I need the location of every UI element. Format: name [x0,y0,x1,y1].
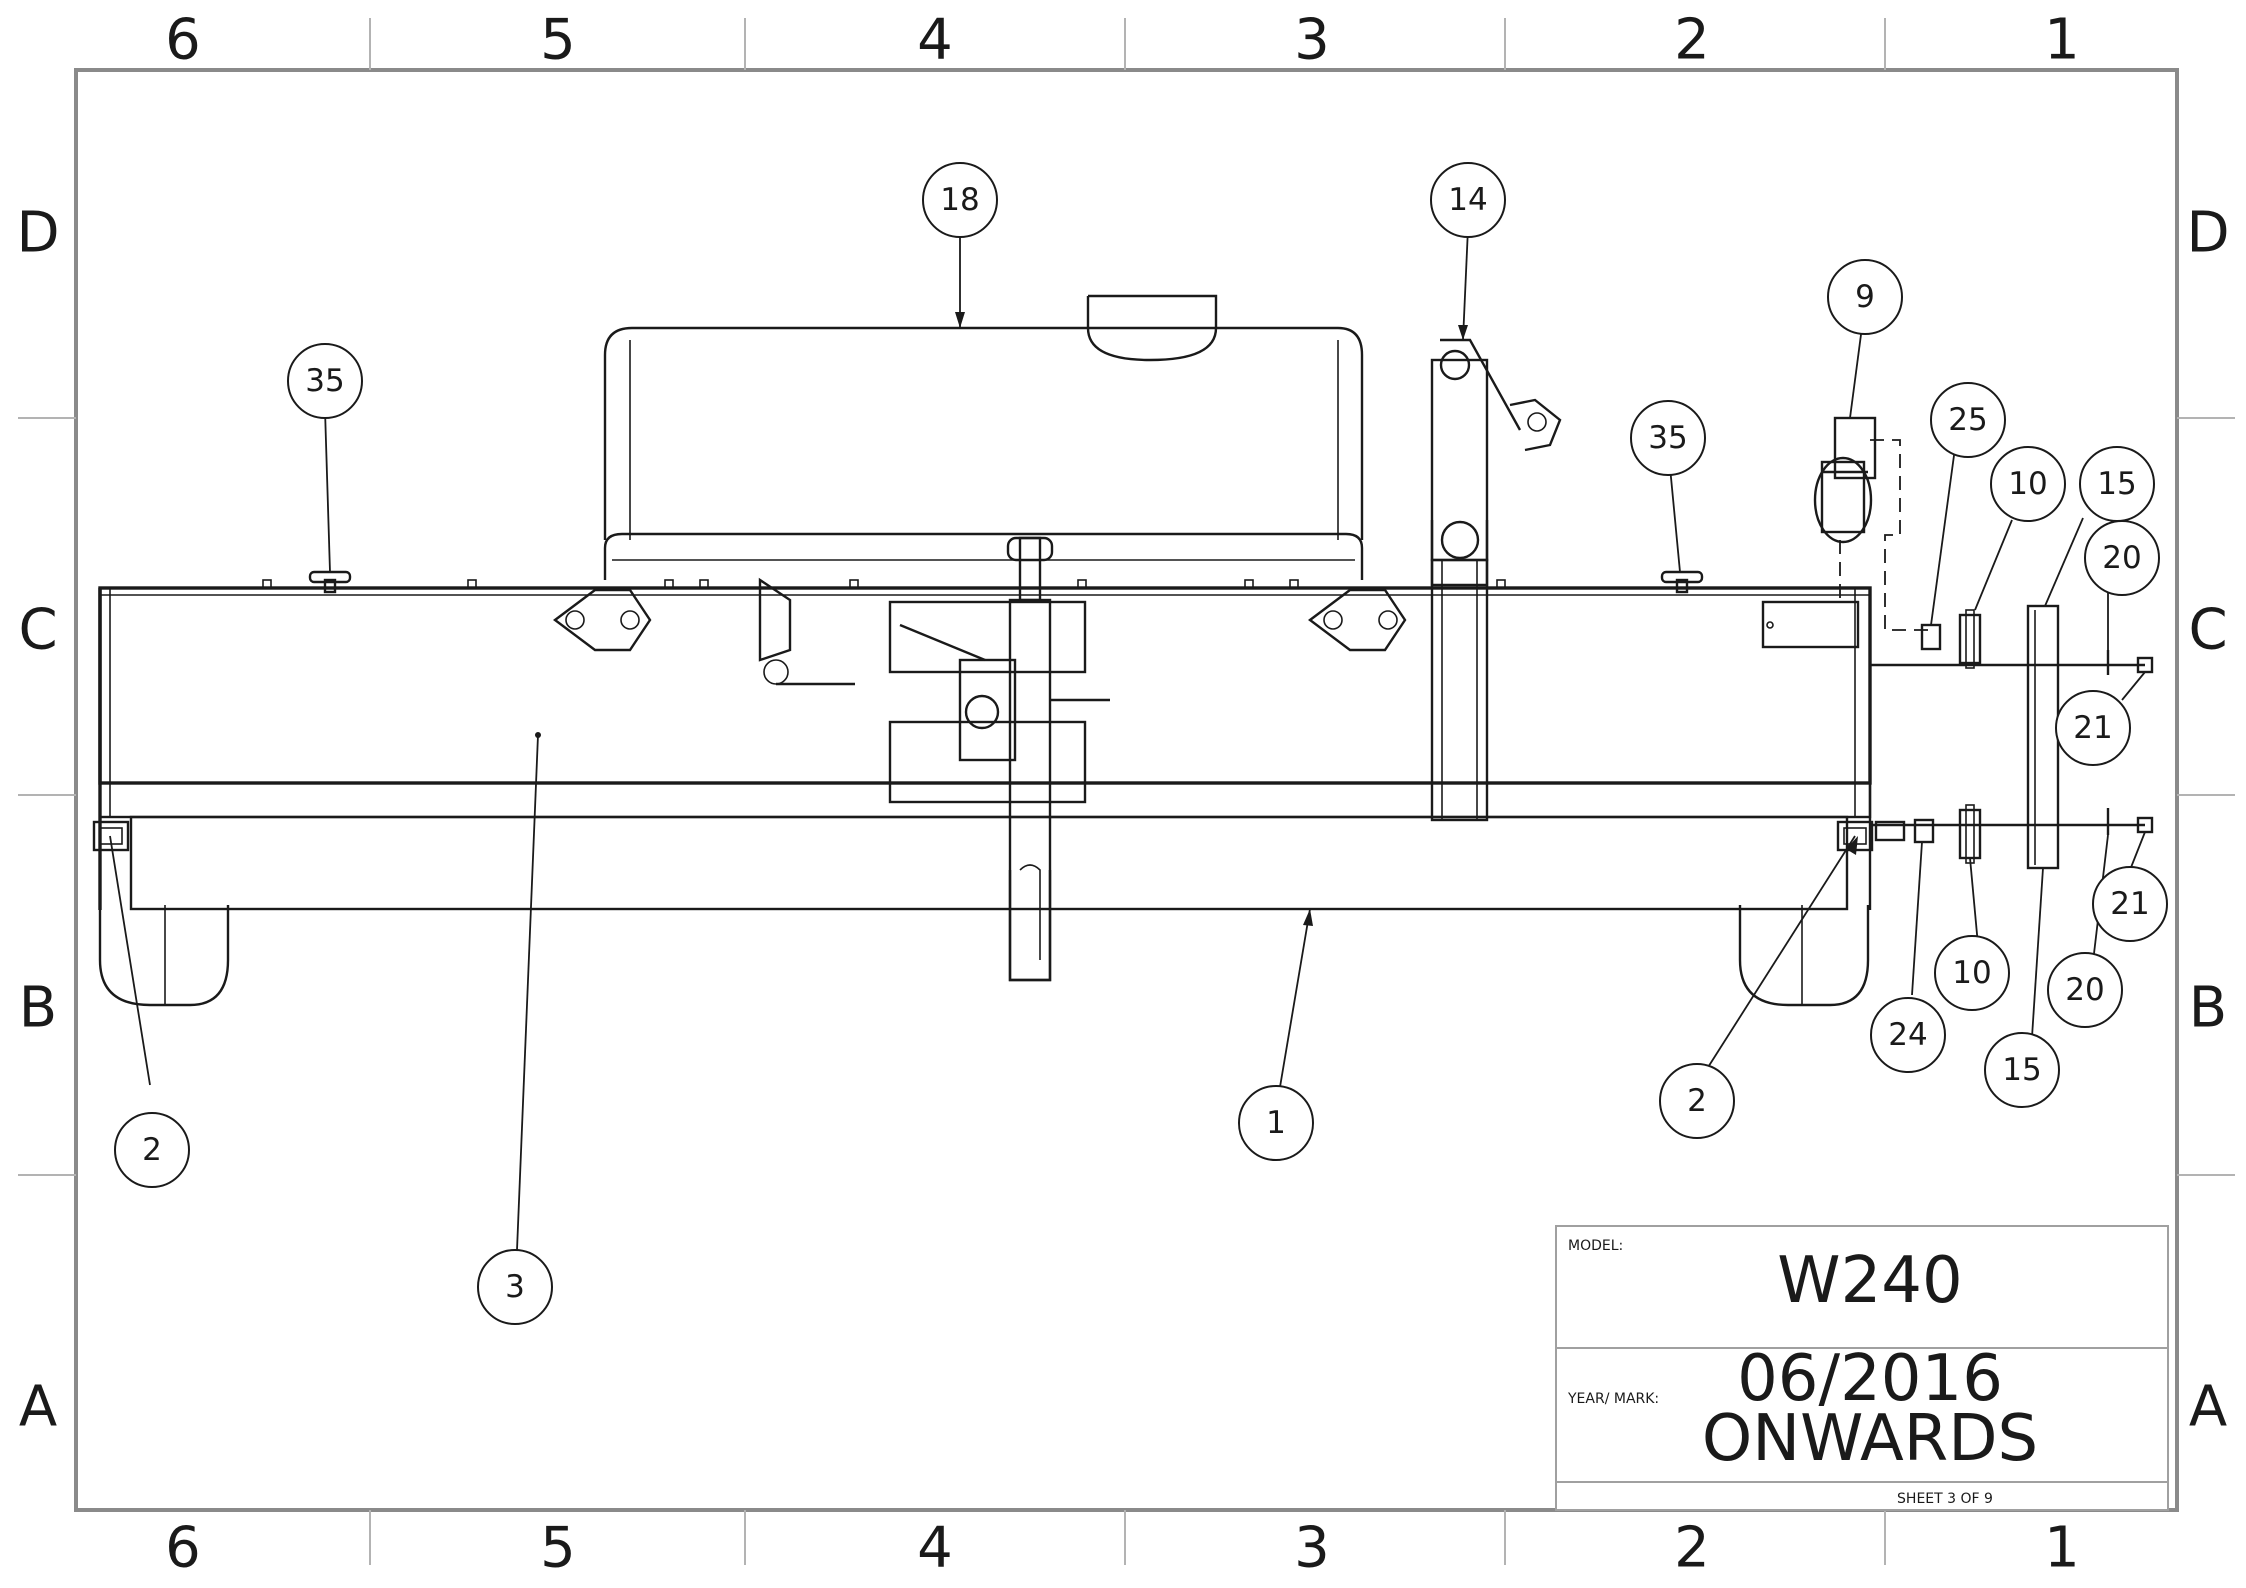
zone-col-2-bottom: 2 [1674,1516,1710,1581]
hopper-tank [603,294,1364,580]
sheet-border [18,18,2235,1565]
zone-col-6-top: 6 [165,8,201,73]
machine-drawing [92,294,2154,1007]
title-block: MODEL: W240 YEAR/ MARK: 06/2016 ONWARDS … [1555,1225,2169,1511]
zone-col-1-bottom: 1 [2044,1516,2080,1581]
zone-row-b-right: B [2189,976,2227,1041]
balloon-1: 1 [1238,1085,1314,1161]
zone-column-labels: 6 5 4 3 2 1 6 5 4 3 2 1 [165,8,2080,1581]
svg-text:14: 14 [1448,182,1487,218]
svg-text:35: 35 [1648,420,1687,456]
svg-text:20: 20 [2065,972,2104,1008]
zone-col-4-top: 4 [917,8,953,73]
svg-text:18: 18 [940,182,979,218]
balloon-25: 25 [1930,382,2006,458]
balloon-18: 18 [922,162,998,238]
zone-col-1-top: 1 [2044,8,2080,73]
handle-post [1430,338,1562,822]
svg-text:15: 15 [2002,1052,2041,1088]
zone-row-a-left: A [19,1375,57,1440]
svg-text:21: 21 [2110,886,2149,922]
zone-col-5-top: 5 [540,8,576,73]
model-label: MODEL: [1568,1238,1623,1254]
balloon-2-right: 2 [1659,1063,1735,1139]
zone-row-d-left: D [16,201,59,266]
balloon-21-bottom: 21 [2092,866,2168,942]
svg-text:2: 2 [1687,1083,1707,1119]
year-mark-label: YEAR/ MARK: [1567,1391,1659,1407]
balloon-10-top: 10 [1990,446,2066,522]
model-value: W240 [1777,1244,1962,1318]
zone-row-b-left: B [19,976,57,1041]
leader-lines [109,227,2146,1251]
main-frame [98,586,1872,910]
svg-text:21: 21 [2073,710,2112,746]
balloon-3: 3 [477,1249,553,1325]
zone-col-6-bottom: 6 [165,1516,201,1581]
drive-motor [1813,416,1930,631]
svg-text:15: 15 [2097,466,2136,502]
year-mark-value: 06/2016 [1737,1342,2003,1416]
balloon-2-left: 2 [114,1112,190,1188]
zone-row-a-right: A [2189,1375,2227,1440]
svg-text:20: 20 [2102,540,2141,576]
svg-text:35: 35 [305,363,344,399]
balloon-20-top: 20 [2084,520,2160,596]
svg-text:3: 3 [505,1269,525,1305]
end-skids [98,905,1870,1007]
zone-col-4-bottom: 4 [917,1516,953,1581]
zone-col-5-bottom: 5 [540,1516,576,1581]
svg-text:10: 10 [2008,466,2047,502]
balloon-15-top: 15 [2079,446,2155,522]
svg-text:10: 10 [1952,955,1991,991]
balloon-10-bottom: 10 [1934,935,2010,1011]
zone-row-labels: D C B A D C B A [16,201,2229,1440]
balloon-15-bottom: 15 [1984,1032,2060,1108]
year-mark-onwards: ONWARDS [1702,1402,2038,1476]
svg-text:2: 2 [142,1132,162,1168]
sheet-number: SHEET 3 OF 9 [1897,1491,1993,1507]
bearing-blocks [92,820,1874,852]
zone-row-c-right: C [2188,598,2227,663]
zone-row-d-right: D [2186,201,2229,266]
roller [129,815,1849,911]
balloon-21-top: 21 [2055,690,2131,766]
balloon-24: 24 [1870,997,1946,1073]
jockey-wheel-assembly [758,536,1110,982]
svg-text:24: 24 [1888,1017,1927,1053]
svg-text:25: 25 [1948,402,1987,438]
svg-text:9: 9 [1855,279,1875,315]
balloon-35-right: 35 [1630,400,1706,476]
zone-col-3-top: 3 [1294,8,1330,73]
item-balloons: 18 14 9 35 35 25 10 15 [114,162,2168,1325]
zone-col-3-bottom: 3 [1294,1516,1330,1581]
balloon-35-left: 35 [287,343,363,419]
top-bolts [262,579,1506,589]
hopper-mounting-ears [553,588,1407,652]
svg-text:1: 1 [1266,1105,1286,1141]
zone-col-2-top: 2 [1674,8,1710,73]
balloon-9: 9 [1827,259,1903,335]
balloon-20-bottom: 20 [2047,952,2123,1028]
zone-row-c-left: C [18,598,57,663]
balloon-14: 14 [1430,162,1506,238]
